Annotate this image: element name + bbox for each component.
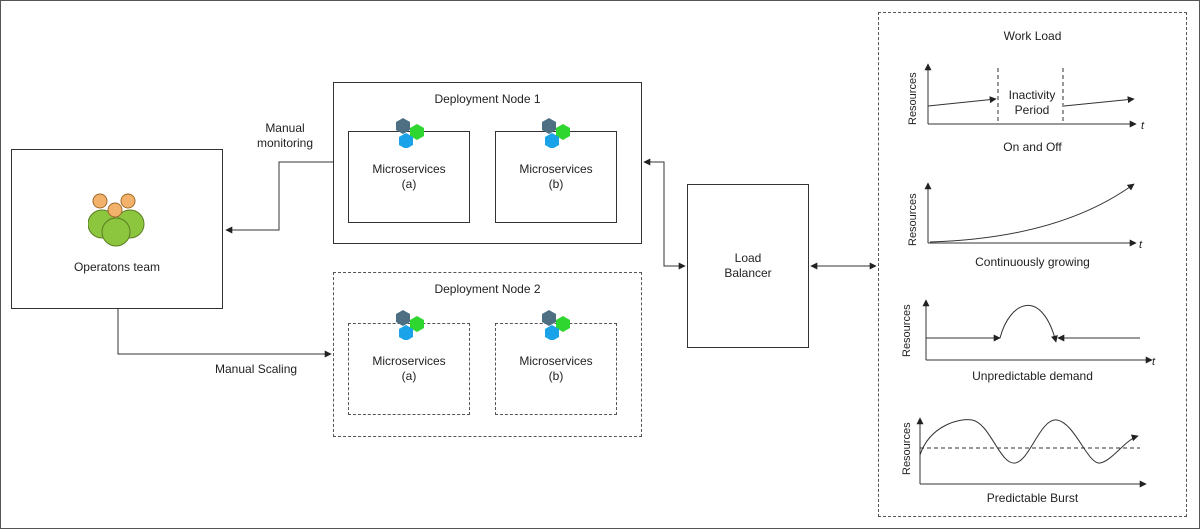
microservice-sub: (a)	[401, 177, 417, 191]
microservice-sub: (b)	[548, 177, 564, 191]
growth-curve	[929, 183, 1135, 243]
workload-caption: Predictable Burst	[986, 491, 1079, 505]
operations-team-label: Operatons team	[73, 260, 161, 274]
spike-curve	[999, 305, 1058, 343]
microservice-name: Microservices	[372, 162, 446, 176]
workload-caption: Continuously growing	[975, 255, 1090, 269]
microservice-name: Microservices	[372, 354, 446, 368]
x-axis-label: t	[1152, 356, 1156, 368]
load-balancer-label: Load Balancer	[724, 251, 772, 280]
microservice-hex-icon	[396, 118, 424, 148]
deployment-node-1-title: Deployment Node 1	[434, 92, 541, 106]
y-axis-label: Resources	[907, 193, 919, 246]
burst-wave	[919, 419, 1139, 464]
monitoring-arrow	[225, 161, 333, 234]
lb-node-arrow	[643, 158, 686, 270]
operations-team-box: Operatons team	[11, 149, 223, 309]
workload-title: Work Load	[1003, 29, 1062, 43]
microservice-sub: (b)	[548, 369, 564, 383]
people-icon	[88, 193, 145, 247]
x-axis-label: t	[1141, 120, 1145, 132]
microservice-name: Microservices	[519, 354, 593, 368]
microservice-name: Microservices	[519, 162, 593, 176]
microservice-hex-icon	[396, 310, 424, 340]
scaling-arrow	[117, 309, 332, 358]
microservice-sub: (a)	[401, 369, 417, 383]
deployment-node-2-title: Deployment Node 2	[434, 282, 541, 296]
y-axis-label: Resources	[907, 72, 919, 125]
activity-line	[927, 96, 997, 107]
manual-scaling-label: Manual Scaling	[215, 362, 298, 376]
deployment-node-2: Deployment Node 2 Microservices(a) Micro…	[333, 272, 642, 437]
x-axis-label: t	[1139, 239, 1143, 251]
y-axis-label: Resources	[901, 422, 913, 475]
load-balancer-box: Load Balancer	[687, 184, 809, 348]
activity-line	[1063, 96, 1135, 107]
workload-caption: Unpredictable demand	[972, 369, 1093, 383]
microservice-hex-icon	[542, 118, 570, 148]
workload-caption: On and Off	[1003, 140, 1062, 154]
manual-monitoring-label: Manual monitoring	[256, 121, 314, 150]
inactivity-period-label: Inactivity Period	[1008, 88, 1056, 117]
microservice-hex-icon	[542, 310, 570, 340]
workload-panel: Work Load On and Off Inactivity Period C…	[878, 12, 1187, 517]
y-axis-label: Resources	[901, 304, 913, 357]
